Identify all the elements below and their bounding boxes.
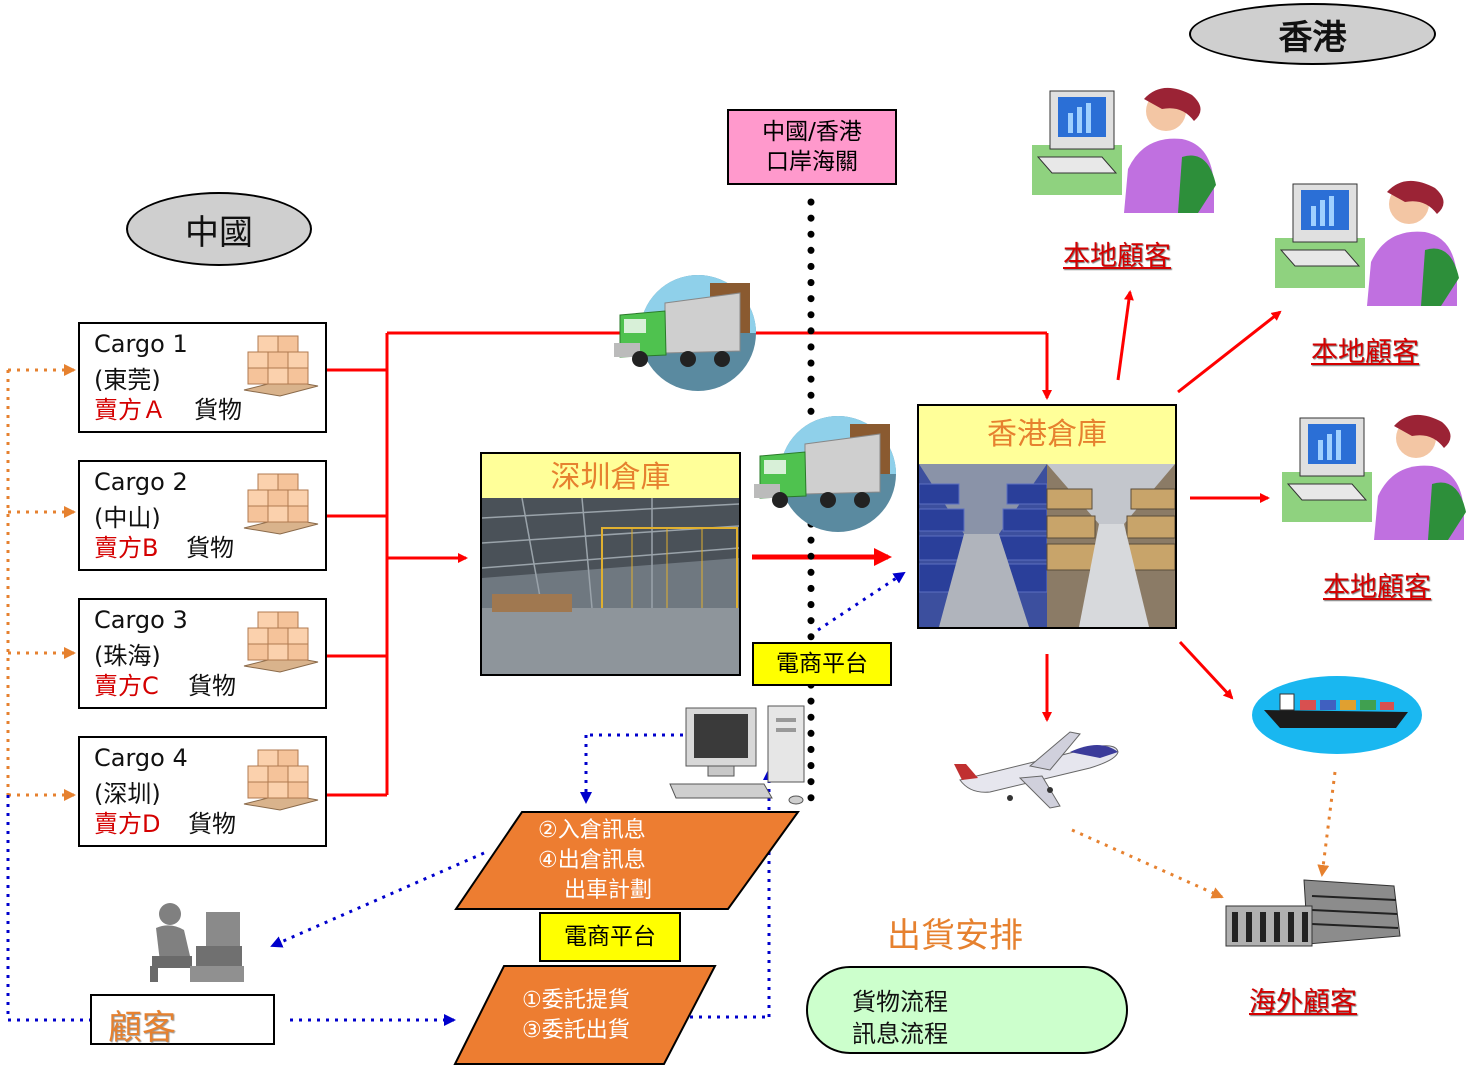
shenzhen-warehouse-title: 深圳倉庫 [482, 454, 739, 498]
ecommerce-platform-box-2: 電商平台 [539, 912, 681, 962]
cargo-city: (中山) [94, 504, 161, 532]
cargo-box-3: Cargo 3 (珠海) 賣方C 貨物 [78, 598, 327, 709]
boxes-pallet-icon [243, 749, 319, 811]
cargo-name: Cargo 3 [94, 606, 188, 634]
cargo-name: Cargo 2 [94, 468, 188, 496]
legend-goods-flow: 貨物流程 [852, 988, 948, 1016]
cargo-city: (東莞) [94, 366, 161, 394]
person-computer-icon [150, 903, 244, 982]
warehouse-interior-photo [481, 497, 740, 674]
ecommerce-platform-label: 電商平台 [776, 651, 868, 677]
local-customer-label-2: 本地顧客 [1311, 337, 1419, 368]
airplane-icon [954, 731, 1119, 809]
message-shipment: ③委託出貨 [522, 1018, 630, 1043]
ship-icon [1252, 676, 1422, 754]
ecommerce-platform-label-2: 電商平台 [564, 924, 656, 950]
truck-icon [614, 275, 756, 391]
local-customer-label-3: 本地顧客 [1323, 572, 1431, 603]
region-china-text: 中國 [185, 212, 253, 253]
message-parallelogram-top [454, 811, 800, 910]
customer-box: 顧客 [90, 994, 275, 1048]
cargo-goods: 貨物 [188, 810, 236, 838]
building-icon [1225, 879, 1401, 947]
overseas-customer-label: 海外顧客 [1249, 987, 1357, 1018]
region-china-label: 中國 [126, 192, 312, 266]
boxes-pallet-icon [243, 335, 319, 397]
message-outbound: ④出倉訊息 [538, 848, 646, 873]
cargo-name: Cargo 1 [94, 330, 188, 358]
region-hong-kong-label: 香港 [1189, 3, 1436, 65]
cargo-city: (珠海) [94, 642, 161, 670]
shipping-arrangement-title: 出貨安排 [887, 916, 1023, 956]
message-parallelogram-bottom [453, 965, 717, 1065]
shenzhen-warehouse: 深圳倉庫 [480, 452, 741, 676]
local-customer-label-1: 本地顧客 [1063, 241, 1171, 272]
hong-kong-warehouse: 香港倉庫 [917, 404, 1177, 629]
hong-kong-warehouse-title: 香港倉庫 [919, 406, 1175, 464]
cargo-box-2: Cargo 2 (中山) 賣方B 貨物 [78, 460, 327, 571]
cargo-seller: 賣方B [94, 534, 159, 562]
cargo-seller: 賣方C [94, 672, 159, 700]
legend-info-flow: 訊息流程 [852, 1020, 948, 1048]
cargo-box-4: Cargo 4 (深圳) 賣方D 貨物 [78, 736, 327, 847]
warehouse-shelves-photo [918, 464, 1176, 627]
message-text-bottom: ①委託提貨 ③委託出貨 [522, 986, 630, 1046]
cargo-name: Cargo 4 [94, 744, 188, 772]
woman-computer-icon [1282, 414, 1466, 540]
woman-computer-icon [1275, 180, 1459, 306]
message-inbound: ②入倉訊息 [538, 818, 646, 843]
message-truck-plan: 出車計劃 [564, 878, 653, 903]
message-pickup: ①委託提貨 [522, 988, 630, 1013]
cargo-goods: 貨物 [188, 672, 236, 700]
truck-icon [754, 416, 896, 532]
customer-label: 顧客 [108, 1008, 176, 1048]
boxes-pallet-icon [243, 473, 319, 535]
cargo-city: (深圳) [94, 780, 161, 808]
region-hong-kong-text: 香港 [1278, 17, 1347, 58]
cargo-goods: 貨物 [194, 396, 242, 424]
woman-computer-icon [1032, 87, 1216, 213]
customs-box: 中國/香港 口岸海關 [727, 109, 897, 185]
customs-line2: 口岸海關 [766, 149, 858, 175]
ecommerce-platform-box: 電商平台 [752, 642, 892, 686]
computer-icon [669, 705, 805, 805]
cargo-box-1: Cargo 1 (東莞) 賣方Ａ 貨物 [78, 322, 327, 433]
legend: 貨物流程 訊息流程 [806, 966, 1128, 1054]
message-text-top: ②入倉訊息 ④出倉訊息 出車計劃 [538, 816, 652, 906]
boxes-pallet-icon [243, 611, 319, 673]
cargo-seller: 賣方D [94, 810, 161, 838]
cargo-seller: 賣方Ａ [94, 396, 166, 424]
customs-line1: 中國/香港 [762, 119, 862, 145]
cargo-goods: 貨物 [186, 534, 234, 562]
